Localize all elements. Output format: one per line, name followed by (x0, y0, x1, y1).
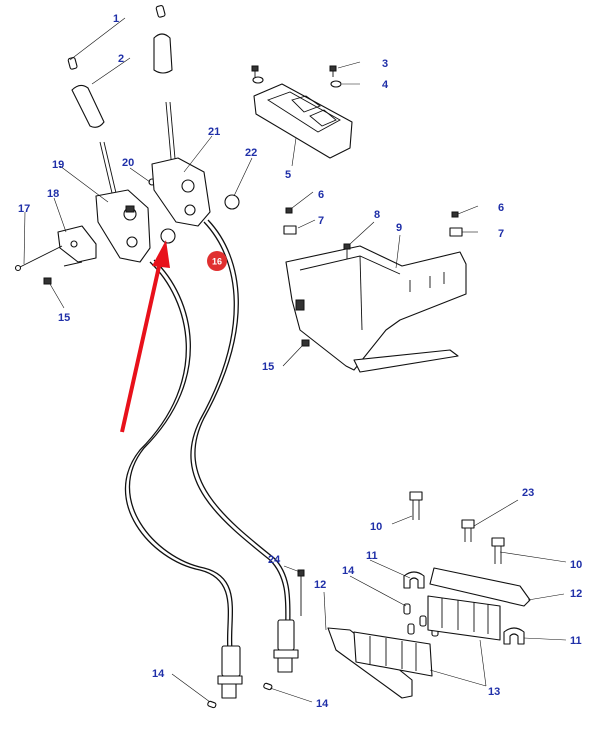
part-24-bolt (297, 569, 305, 616)
label-4: 4 (382, 79, 389, 91)
part-3-screw (251, 65, 337, 77)
part-8-screw (343, 243, 351, 259)
label-7b: 7 (498, 228, 504, 240)
label-24: 24 (268, 554, 281, 566)
cable-end-left (217, 645, 243, 699)
label-20: 20 (122, 157, 134, 169)
label-3: 3 (382, 58, 388, 70)
control-cables (125, 219, 291, 651)
label-1: 1 (113, 13, 119, 25)
part-17-bolt (14, 245, 63, 272)
label-7a: 7 (318, 215, 324, 227)
part-1-pin (67, 5, 166, 70)
part-13-clamp-block (353, 595, 501, 677)
label-12a: 12 (314, 579, 326, 591)
part-16-ball (160, 228, 176, 244)
label-8: 8 (374, 209, 380, 221)
part-2-knob (71, 33, 173, 128)
leader-lines (23, 17, 567, 703)
label-2: 2 (118, 53, 124, 65)
label-14c: 14 (316, 698, 329, 710)
label-6b: 6 (498, 202, 504, 214)
callout-labels: 1 2 3 4 5 6 7 8 9 6 7 15 17 18 19 20 21 … (18, 13, 582, 710)
part-5-cover (253, 83, 353, 159)
part-23-bolt (461, 519, 475, 542)
cable-end-right (273, 619, 299, 673)
label-21: 21 (208, 126, 220, 138)
part-10-bolt (409, 491, 505, 564)
label-11b: 11 (570, 635, 582, 647)
part-19-lever-housing (95, 141, 151, 263)
part-4-nut (252, 76, 342, 88)
red-pointer-arrow (120, 240, 170, 433)
part-16-highlight-badge: 16 (207, 251, 227, 271)
label-18: 18 (47, 188, 59, 200)
part-11-clamp (403, 571, 525, 645)
label-14b: 14 (342, 565, 355, 577)
label-17: 17 (18, 203, 30, 215)
label-10b: 10 (570, 559, 582, 571)
part-21-lever-housing (151, 101, 211, 227)
label-15b: 15 (262, 361, 274, 373)
part-6-screw (285, 207, 459, 218)
label-5: 5 (285, 169, 291, 181)
part-18-bracket (57, 225, 97, 267)
label-6a: 6 (318, 189, 324, 201)
part-22-ball (224, 194, 240, 210)
label-12b: 12 (570, 588, 582, 600)
label-13: 13 (488, 686, 500, 698)
label-11a: 11 (366, 550, 378, 562)
part-16-label: 16 (212, 257, 222, 267)
label-23: 23 (522, 487, 534, 499)
label-19: 19 (52, 159, 64, 171)
label-15a: 15 (58, 312, 70, 324)
label-9: 9 (396, 222, 402, 234)
part-9-bracket (285, 245, 467, 373)
label-22: 22 (245, 147, 257, 159)
part-15-nut (43, 277, 310, 347)
label-10a: 10 (370, 521, 382, 533)
part-7-clip (283, 225, 463, 237)
label-14a: 14 (152, 668, 165, 680)
